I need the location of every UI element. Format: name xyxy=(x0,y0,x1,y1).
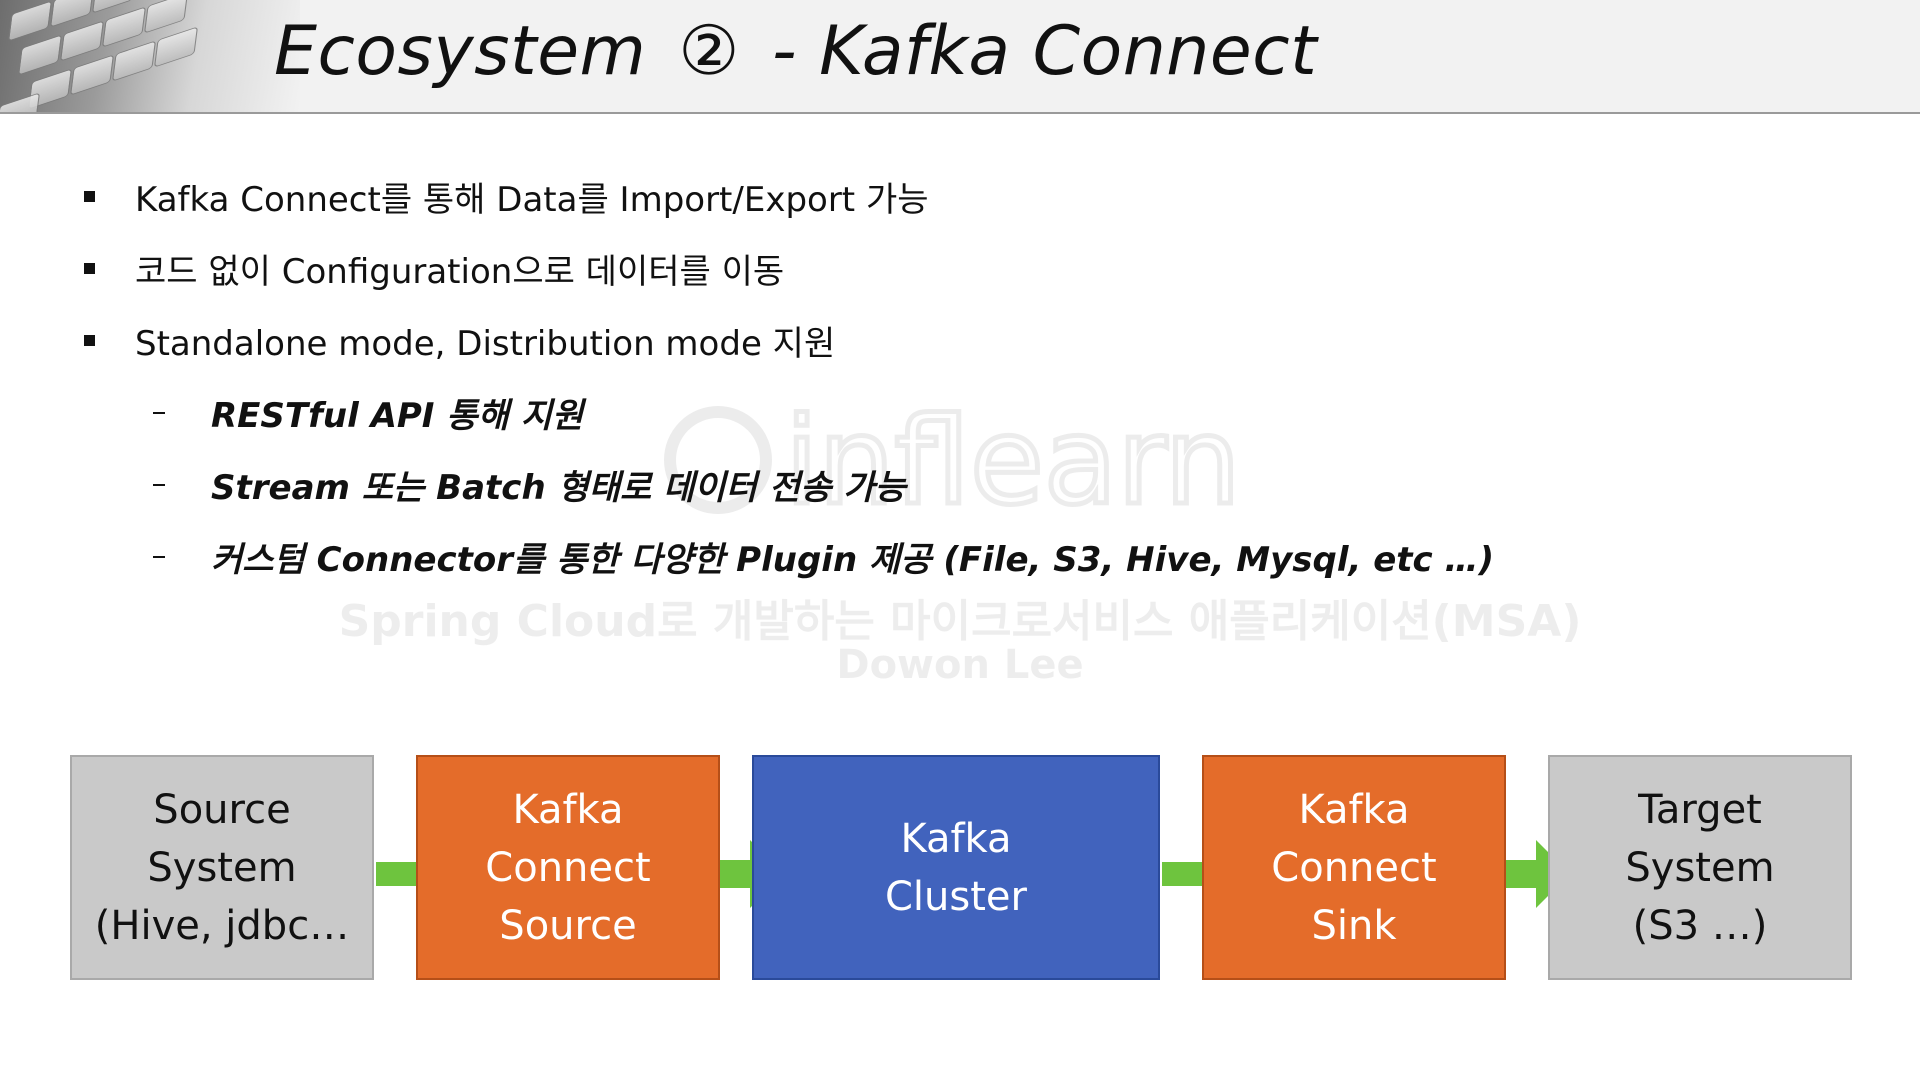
keyboard-image xyxy=(0,0,300,112)
kafka-cluster-box: Kafka Cluster xyxy=(752,755,1160,980)
watermark-logo-text: inflearn xyxy=(785,395,1241,525)
bullet-item: Kafka Connect를 통해 Data를 Import/Export 가능 xyxy=(84,172,929,221)
box-line: Target xyxy=(1638,786,1762,833)
sub-bullet-item: RESTful API 통해 지원 xyxy=(153,388,583,437)
slide-header: Ecosystem ② - Kafka Connect xyxy=(0,0,1920,114)
square-bullet-icon xyxy=(84,263,95,274)
watermark-author: Dowon Lee xyxy=(836,642,1084,688)
source-system-box: Source System (Hive, jdbc… xyxy=(70,755,374,980)
title-circled-number: ② xyxy=(678,12,740,91)
right-arrow-icon xyxy=(1162,862,1202,886)
box-line: Kafka xyxy=(512,786,624,833)
title-prefix: Ecosystem xyxy=(274,12,647,91)
box-line: Source xyxy=(499,902,637,949)
target-system-box: Target System (S3 …) xyxy=(1548,755,1852,980)
box-line: Connect xyxy=(1271,844,1437,891)
slide-title: Ecosystem ② - Kafka Connect xyxy=(274,12,1317,91)
box-line: Connect xyxy=(485,844,651,891)
sub-bullet-text: 커스텀 Connector를 통한 다양한 Plugin 제공 (File, S… xyxy=(211,540,1495,580)
title-suffix: - Kafka Connect xyxy=(772,12,1318,91)
square-bullet-icon xyxy=(84,191,95,202)
box-line: (Hive, jdbc… xyxy=(94,902,350,949)
box-line: Sink xyxy=(1311,902,1397,949)
box-line: (S3 …) xyxy=(1632,902,1768,949)
box-line: Cluster xyxy=(885,873,1027,920)
sub-bullet-item: Stream 또는 Batch 형태로 데이터 전송 가능 xyxy=(153,460,906,509)
sub-bullet-text: Stream 또는 Batch 형태로 데이터 전송 가능 xyxy=(211,468,906,508)
box-line: System xyxy=(1625,844,1775,891)
box-line: Kafka xyxy=(1298,786,1410,833)
box-line: System xyxy=(147,844,297,891)
square-bullet-icon xyxy=(84,335,95,346)
dash-bullet-icon xyxy=(153,411,165,414)
dash-bullet-icon xyxy=(153,483,165,486)
sub-bullet-item: 커스텀 Connector를 통한 다양한 Plugin 제공 (File, S… xyxy=(153,532,1494,581)
sub-bullet-text: RESTful API 통해 지원 xyxy=(211,396,584,436)
kafka-connect-sink-box: Kafka Connect Sink xyxy=(1202,755,1506,980)
box-line: Kafka xyxy=(900,815,1012,862)
watermark-course: Spring Cloud로 개발하는 마이크로서비스 애플리케이션(MSA) xyxy=(338,596,1582,647)
bullet-item: 코드 없이 Configuration으로 데이터를 이동 xyxy=(84,244,784,293)
bullet-text: Standalone mode, Distribution mode 지원 xyxy=(135,324,836,364)
box-line: Source xyxy=(153,786,291,833)
bullet-item: Standalone mode, Distribution mode 지원 xyxy=(84,316,835,365)
inflearn-logo-watermark: inflearn xyxy=(664,395,1243,525)
right-arrow-icon xyxy=(376,862,416,886)
kafka-connect-source-box: Kafka Connect Source xyxy=(416,755,720,980)
bullet-text: Kafka Connect를 통해 Data를 Import/Export 가능 xyxy=(135,180,929,220)
bullet-text: 코드 없이 Configuration으로 데이터를 이동 xyxy=(135,252,785,292)
right-arrow-icon xyxy=(1506,840,1570,908)
dash-bullet-icon xyxy=(153,555,165,558)
